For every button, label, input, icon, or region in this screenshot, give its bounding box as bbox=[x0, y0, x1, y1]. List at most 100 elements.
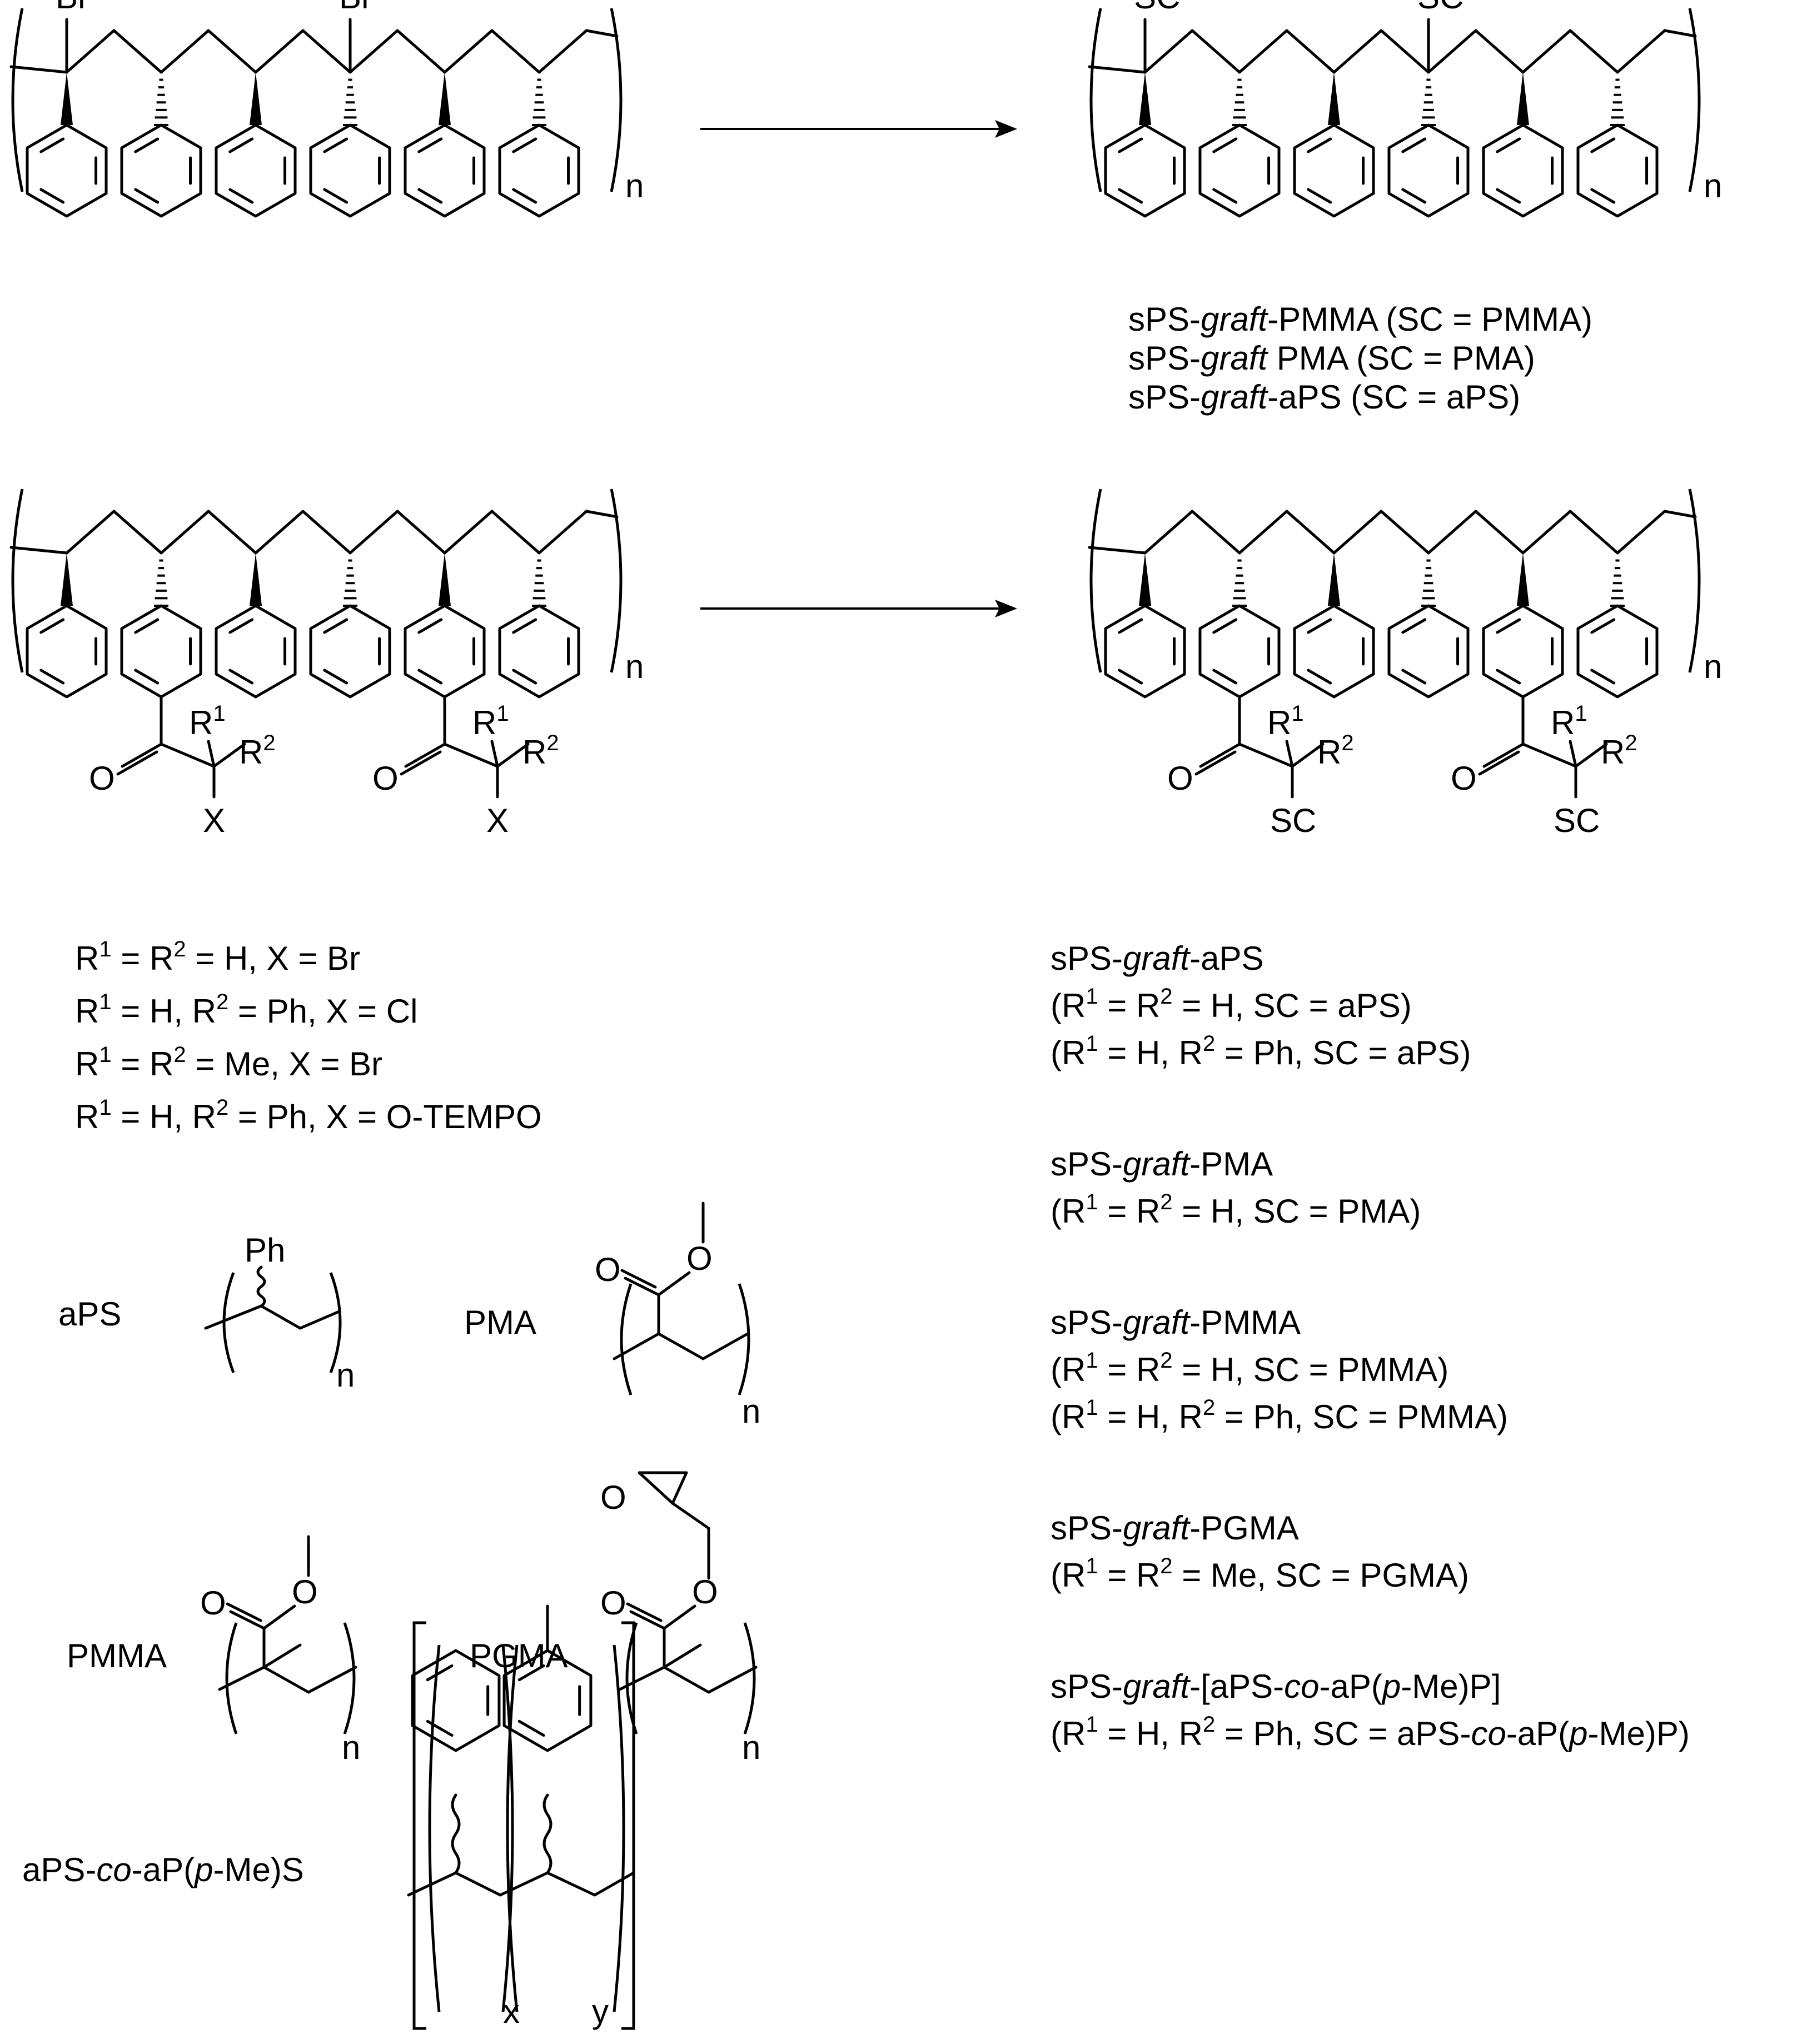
phenyl-ring bbox=[404, 604, 486, 699]
carbonyl-bond bbox=[624, 1277, 660, 1297]
repeat-unit-close-paren bbox=[1688, 488, 1701, 673]
pma-close-paren bbox=[738, 1283, 750, 1395]
backbone-bond bbox=[1427, 29, 1477, 74]
side-chain-label: SC bbox=[1270, 802, 1316, 839]
italic-segment: graft bbox=[1123, 940, 1191, 977]
carbonyl-bond bbox=[229, 1610, 266, 1630]
backbone-bond bbox=[1332, 29, 1383, 74]
italic-segment: graft bbox=[1201, 340, 1268, 377]
graft-product-condition: (R1 = H, R2 = Ph, SC = aPS-co-aP(p-Me)P) bbox=[1051, 1712, 1690, 1752]
backbone-bond bbox=[663, 1666, 710, 1694]
copolymer-x-close-paren bbox=[501, 1644, 514, 2012]
r2-bond bbox=[212, 742, 246, 768]
carbonyl-oxygen: O bbox=[89, 760, 115, 797]
bromine-label: Br bbox=[339, 0, 372, 16]
backbone-bond bbox=[301, 510, 352, 555]
graft-product-entry: sPS-graft-[aPS-co-aP(p-Me)P](R1 = H, R2 … bbox=[1051, 1668, 1690, 1752]
hashed-bond bbox=[1421, 559, 1436, 607]
text-segment: -aP( bbox=[1506, 1715, 1569, 1752]
text-segment: sPS- bbox=[1051, 1509, 1123, 1547]
r-symbol: R bbox=[1551, 704, 1575, 741]
halogen-x-label: X bbox=[486, 802, 509, 839]
carbonyl-double-bond bbox=[116, 750, 158, 776]
text-segment: = R bbox=[112, 1045, 174, 1083]
wavy-bond bbox=[256, 1265, 266, 1308]
tolyl-ring bbox=[502, 1649, 593, 1752]
repeat-subscript: n bbox=[625, 648, 644, 685]
backbone-bond bbox=[254, 510, 305, 555]
pmma-close-paren bbox=[343, 1622, 356, 1734]
phenyl-ring bbox=[404, 123, 486, 218]
italic-segment: graft bbox=[1123, 1509, 1191, 1547]
side-chain-label: SC bbox=[1554, 802, 1600, 839]
graft-product-title: sPS-graft-aPS bbox=[1051, 940, 1263, 977]
r1-label: R1 bbox=[1551, 701, 1587, 741]
r1-bond bbox=[1285, 740, 1294, 768]
backbone-bond bbox=[349, 510, 399, 555]
epoxide-bond bbox=[671, 1471, 688, 1505]
r-index: 1 bbox=[1575, 701, 1587, 726]
superscript: 2 bbox=[173, 1043, 186, 1067]
text-segment: PMA bbox=[464, 1304, 536, 1341]
carbonyl-bond bbox=[1482, 742, 1525, 768]
phenyl-ring bbox=[120, 604, 202, 699]
backbone-bond bbox=[298, 1310, 341, 1330]
alpha-carbon-bond bbox=[443, 742, 499, 768]
graft-product-title: sPS-graft-PGMA bbox=[1051, 1509, 1299, 1547]
backbone-bond bbox=[1238, 510, 1288, 555]
text-segment: -aP( bbox=[1320, 1668, 1382, 1705]
r2-bond bbox=[1291, 742, 1325, 768]
text-segment: = H, X = Br bbox=[186, 940, 360, 977]
repeat-subscript: n bbox=[1704, 648, 1722, 685]
italic-segment: p bbox=[193, 1851, 213, 1888]
side-chain-label: SC bbox=[1417, 0, 1464, 16]
r-index: 2 bbox=[546, 731, 559, 755]
text-segment: = H, R bbox=[1098, 1034, 1203, 1071]
reaction-arrow-middle bbox=[700, 600, 1017, 617]
text-segment: = Ph, SC = PMMA) bbox=[1215, 1398, 1508, 1435]
top-product-caption: sPS-graft-PMMA (SC = PMMA) bbox=[1128, 301, 1592, 338]
superscript: 1 bbox=[1086, 1554, 1098, 1578]
backbone-bond bbox=[65, 29, 116, 74]
text-segment: = R bbox=[1098, 987, 1161, 1024]
text-segment: -aP( bbox=[132, 1851, 195, 1888]
r2-label: R2 bbox=[1601, 731, 1637, 771]
wedge-bond bbox=[1139, 553, 1151, 606]
bromine-label: Br bbox=[56, 0, 89, 16]
wedge-bond bbox=[439, 553, 451, 606]
backbone-bond bbox=[1191, 29, 1241, 74]
text-segment: -[aPS- bbox=[1189, 1668, 1284, 1705]
phenyl-ring bbox=[215, 604, 297, 699]
superscript: 1 bbox=[99, 990, 111, 1014]
graft-product-entry: sPS-graft-PMA(R1 = R2 = H, SC = PMA) bbox=[1051, 1145, 1421, 1230]
wavy-bond bbox=[451, 1793, 461, 1875]
glycidyl-bond bbox=[671, 1502, 710, 1530]
text-segment: R bbox=[75, 1098, 99, 1135]
text-segment: R bbox=[75, 940, 99, 977]
superscript: 1 bbox=[1086, 1395, 1098, 1420]
hashed-bond bbox=[343, 78, 357, 126]
superscript: 1 bbox=[99, 937, 111, 961]
r-symbol: R bbox=[1317, 734, 1341, 771]
hashed-bond bbox=[154, 78, 168, 126]
wedge-bond bbox=[1328, 72, 1340, 125]
carbonyl-bond bbox=[404, 742, 446, 768]
superscript: 1 bbox=[1086, 1712, 1098, 1737]
graft-product-title: sPS-graft-PMA bbox=[1051, 1145, 1273, 1183]
backbone-end-bond bbox=[585, 29, 619, 38]
backbone-bond bbox=[160, 510, 210, 555]
text-segment: (R bbox=[1051, 1034, 1086, 1071]
text-segment: -PMMA (SC = PMMA) bbox=[1267, 301, 1592, 338]
copolymer-y-open-paren bbox=[506, 1644, 519, 2012]
backbone-bond bbox=[1380, 29, 1430, 74]
italic-segment: graft bbox=[1201, 301, 1268, 338]
backbone-bond bbox=[396, 29, 446, 74]
phenyl-ring bbox=[26, 123, 108, 218]
backbone-bond bbox=[1521, 29, 1572, 74]
r-index: 1 bbox=[213, 701, 225, 726]
backbone-bond bbox=[1569, 510, 1619, 555]
r2-label: R2 bbox=[522, 731, 559, 771]
hashed-bond bbox=[1421, 78, 1436, 126]
